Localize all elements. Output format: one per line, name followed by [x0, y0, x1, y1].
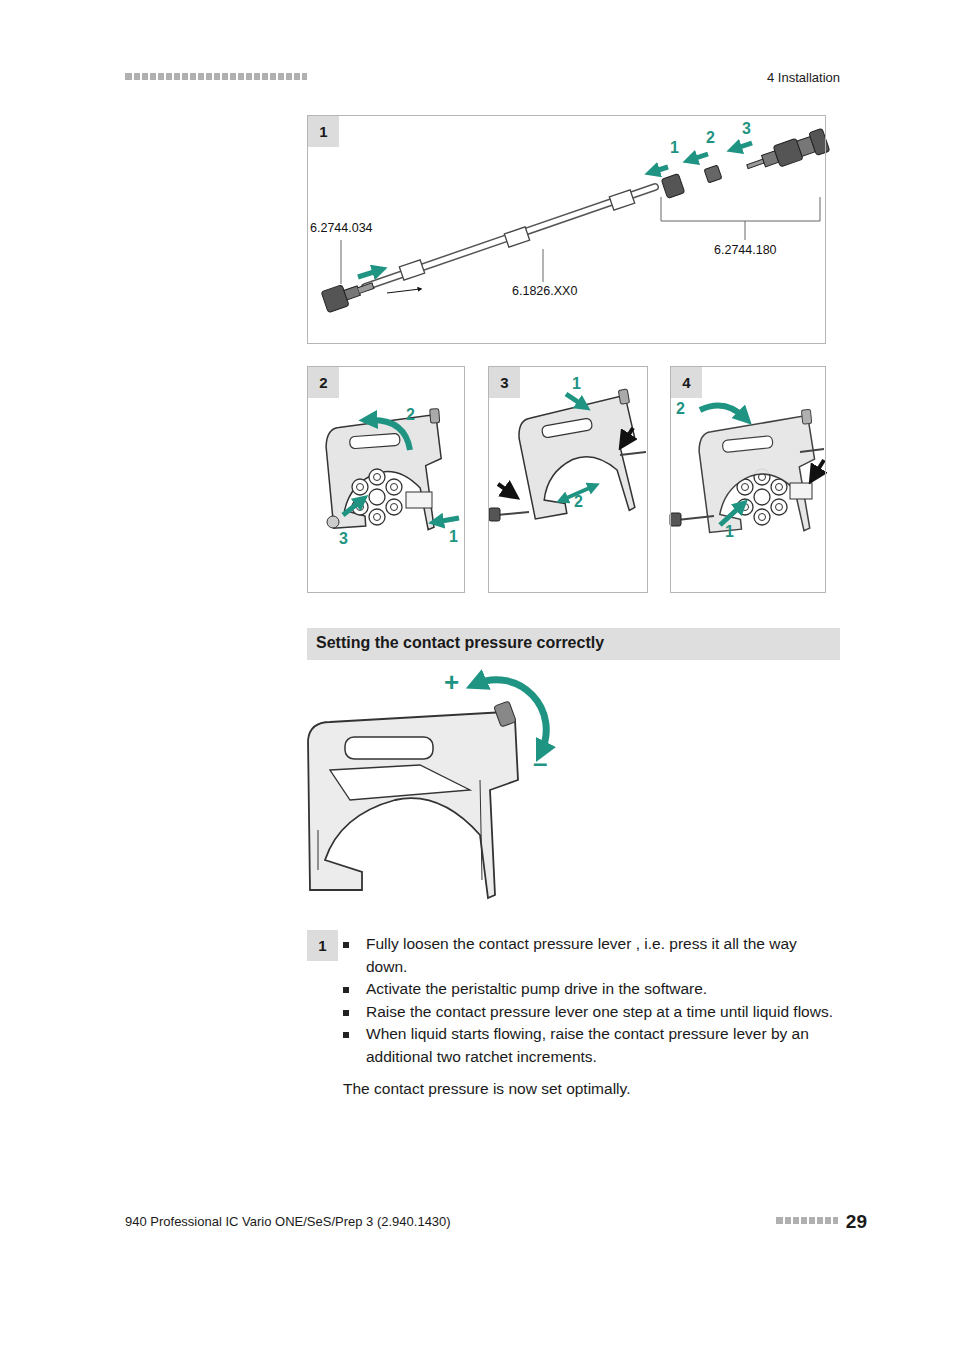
callout-number: 1	[572, 375, 581, 393]
bullet-item: Activate the peristaltic pump drive in t…	[343, 978, 835, 1001]
figure-panel: 4	[670, 366, 826, 593]
part-number: 6.2744.034	[310, 221, 373, 235]
callout-number: 2	[676, 400, 685, 418]
callout-number: 3	[742, 120, 751, 138]
bullet-item: When liquid starts flowing, raise the co…	[343, 1023, 835, 1068]
callout-number: 1	[449, 528, 458, 546]
plus-sign: +	[444, 668, 459, 698]
step-number: 1	[307, 930, 338, 961]
panel-number: 4	[671, 367, 702, 398]
step-number-box: 1	[307, 930, 338, 961]
bullet-item: Raise the contact pressure lever one ste…	[343, 1001, 835, 1024]
instruction-list: Fully loosen the contact pressure lever …	[343, 933, 835, 1101]
result-text: The contact pressure is now set optimall…	[343, 1078, 835, 1101]
footer-text: 940 Professional IC Vario ONE/SeS/Prep 3…	[125, 1215, 451, 1230]
callout-number: 3	[339, 530, 348, 548]
section-heading: Setting the contact pressure correctly	[316, 634, 831, 652]
minus-sign: –	[533, 749, 547, 779]
callout-number: 2	[406, 406, 415, 424]
callout-number: 2	[574, 493, 583, 511]
part-number: 6.2744.180	[714, 243, 777, 257]
callout-number: 1	[670, 139, 679, 157]
figure-panel: 3	[488, 366, 648, 593]
panel-number: 1	[308, 116, 339, 147]
section-heading-band: Setting the contact pressure correctly	[307, 628, 840, 660]
figure-panel: 2	[307, 366, 465, 593]
part-number: 6.1826.XX0	[512, 284, 577, 298]
bullet-item: Fully loosen the contact pressure lever …	[343, 933, 835, 978]
figure-panel: 1	[307, 115, 826, 344]
callout-number: 2	[706, 129, 715, 147]
callout-number: 1	[725, 523, 734, 541]
page-number: 29	[846, 1211, 867, 1233]
panel-number: 2	[308, 367, 339, 398]
running-header: 4 Installation	[767, 71, 840, 86]
panel-number: 3	[489, 367, 520, 398]
